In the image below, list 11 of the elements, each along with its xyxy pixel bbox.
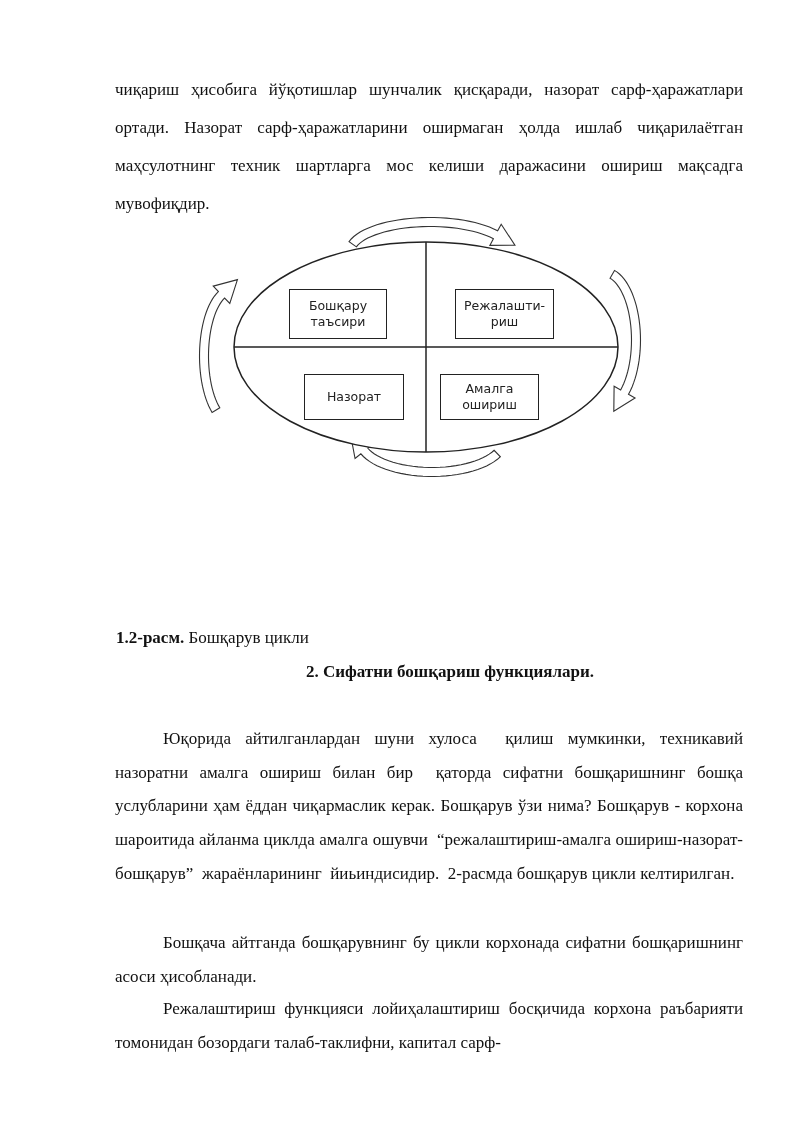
process-box: Амалга ошириш (440, 374, 539, 420)
process-box: Бошқару таъсири (289, 289, 387, 339)
process-box: Режалашти- риш (455, 289, 554, 339)
paragraph: Бошқача айтганда бошқарувнинг бу цикли корхонада сифатни бошқаришнинг асоси ҳисобланади. (115, 932, 743, 988)
process-box: Назорат (304, 374, 404, 420)
paragraph: чиқариш ҳисобига йўқотишлар шунчалик қисқаради, назорат сарф-ҳаражатлари ортади. Назорат сарф-ҳаражатларини оширмаган ҳолда ишлаб чиқарилаётган маҳсулотнинг техник шартларга мос келиши даражасини ошириш мақсадга мувофиқдир. (115, 79, 743, 215)
figure-caption: 1.2-расм. Бошқарув цикли (116, 627, 310, 649)
paragraph: Юқорида айтилганлардан шуни хулоса қилиш мумкинки, техникавий назоратни амалга ошириш билан бир қаторда сифатни бошқаришнинг бошқа услубларини ҳам ёддан чиқармаслик керак. Бошқарув ўзи нима? Бошқарув - корхона шароитида айланма циклда амалга ошувчи “режалаштириш-амалга ошириш-назорат-бошқарув” жараёнларининг йиьиндисидир. 2-расмда бошқарув цикли келтирилган. (115, 728, 743, 885)
cycle-ellipse (233, 241, 619, 453)
paragraph: Режалаштириш функцияси лойиҳалаштириш босқичида корхона раъбарияти томонидан бозордаги талаб-таклифни, капитал сарф- (115, 998, 743, 1054)
section-heading: 2. Сифатни бошқариш функциялари. (304, 661, 596, 683)
